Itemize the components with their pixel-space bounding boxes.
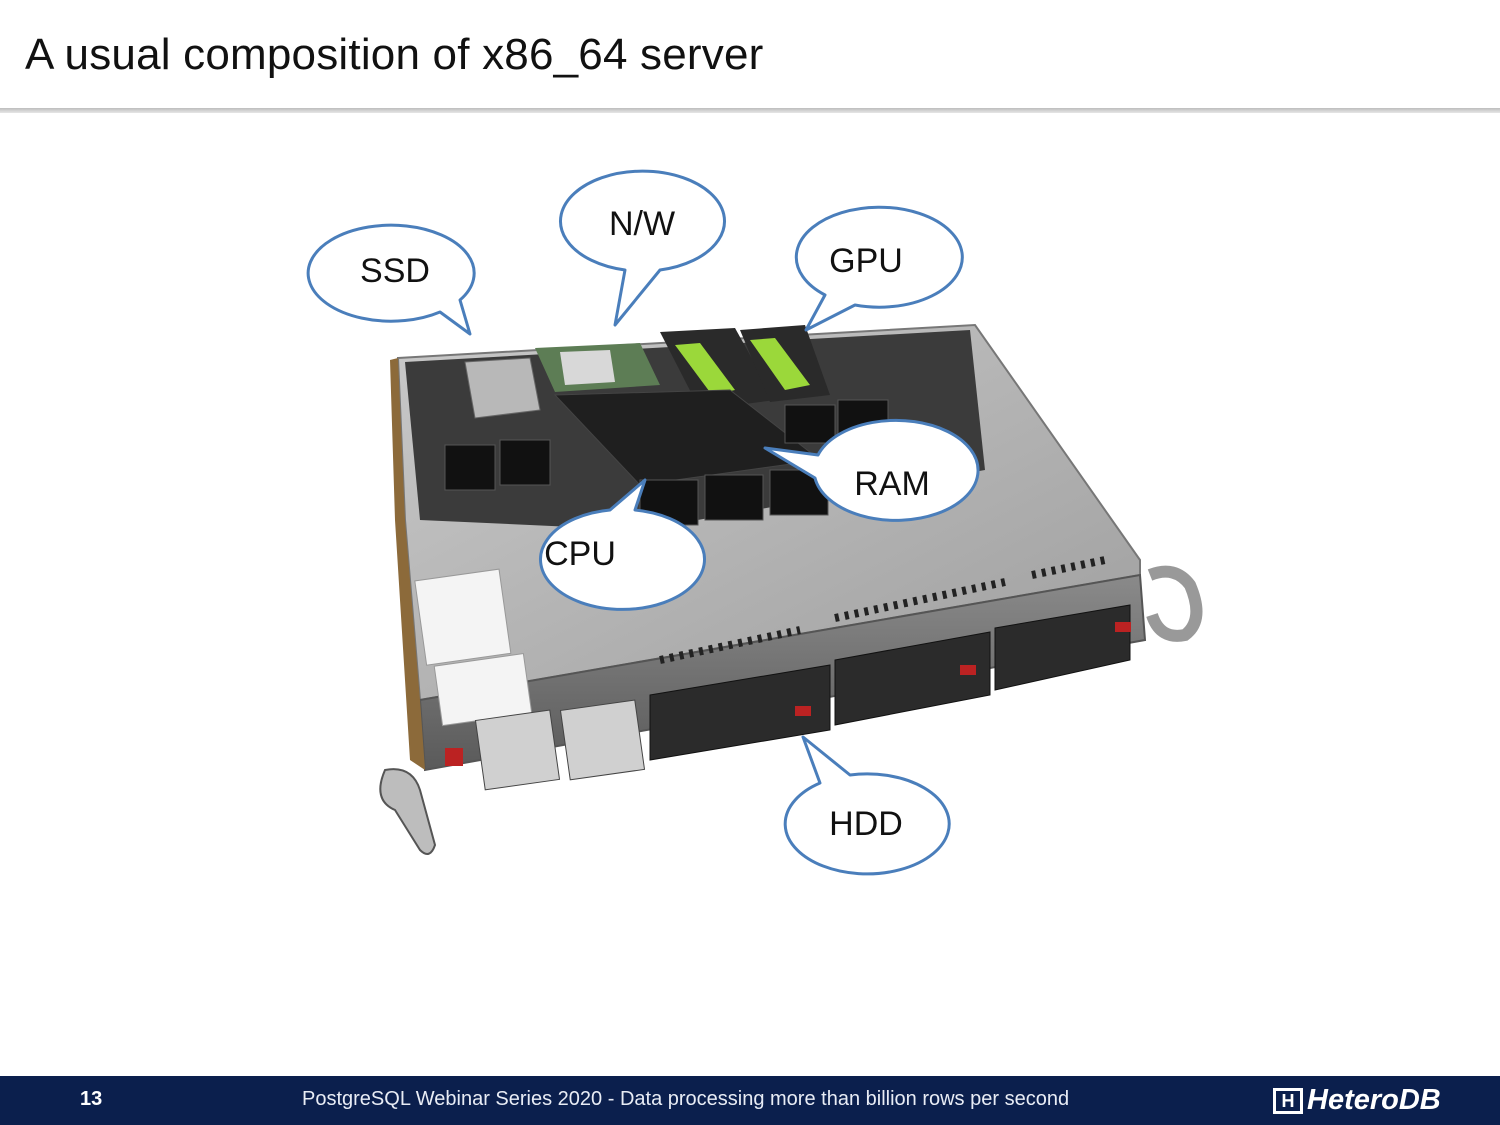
cpu-label: CPU <box>544 535 616 573</box>
title-divider <box>0 108 1500 113</box>
vent-slots <box>659 556 1106 664</box>
hdd-bays <box>649 604 1131 761</box>
heterodb-logo: H HeteroDB <box>1273 1084 1441 1117</box>
page-number: 13 <box>80 1088 103 1110</box>
server-illustration: SSD N/W GPU RAM CPU HDD <box>306 169 1203 876</box>
cooling-fans <box>444 399 889 526</box>
hdd-label: HDD <box>829 805 903 843</box>
cpu-callout: CPU <box>539 478 706 611</box>
ram-callout: RAM <box>763 418 980 522</box>
logo-mark-icon: H <box>1273 1087 1303 1114</box>
footer-bar: 13 PostgreSQL Webinar Series 2020 - Data… <box>0 1076 1500 1125</box>
ssd-card <box>464 357 541 419</box>
gpu-callout: GPU <box>794 205 964 332</box>
rack-handles <box>379 565 1203 855</box>
logo-text: HeteroDB <box>1307 1084 1441 1116</box>
ssd-callout: SSD <box>306 223 476 336</box>
gpu-cards <box>660 325 830 410</box>
footer-caption: PostgreSQL Webinar Series 2020 - Data pr… <box>302 1088 1070 1110</box>
hdd-callout: HDD <box>783 735 951 876</box>
gpu-label: GPU <box>829 242 903 280</box>
network-label: N/W <box>609 205 675 243</box>
network-callout: N/W <box>559 169 726 327</box>
ssd-label: SSD <box>360 252 430 290</box>
network-card <box>535 343 660 392</box>
power-supply-grilles <box>445 699 646 791</box>
ram-label: RAM <box>854 465 930 503</box>
slide-title: A usual composition of x86_64 server <box>25 30 764 79</box>
